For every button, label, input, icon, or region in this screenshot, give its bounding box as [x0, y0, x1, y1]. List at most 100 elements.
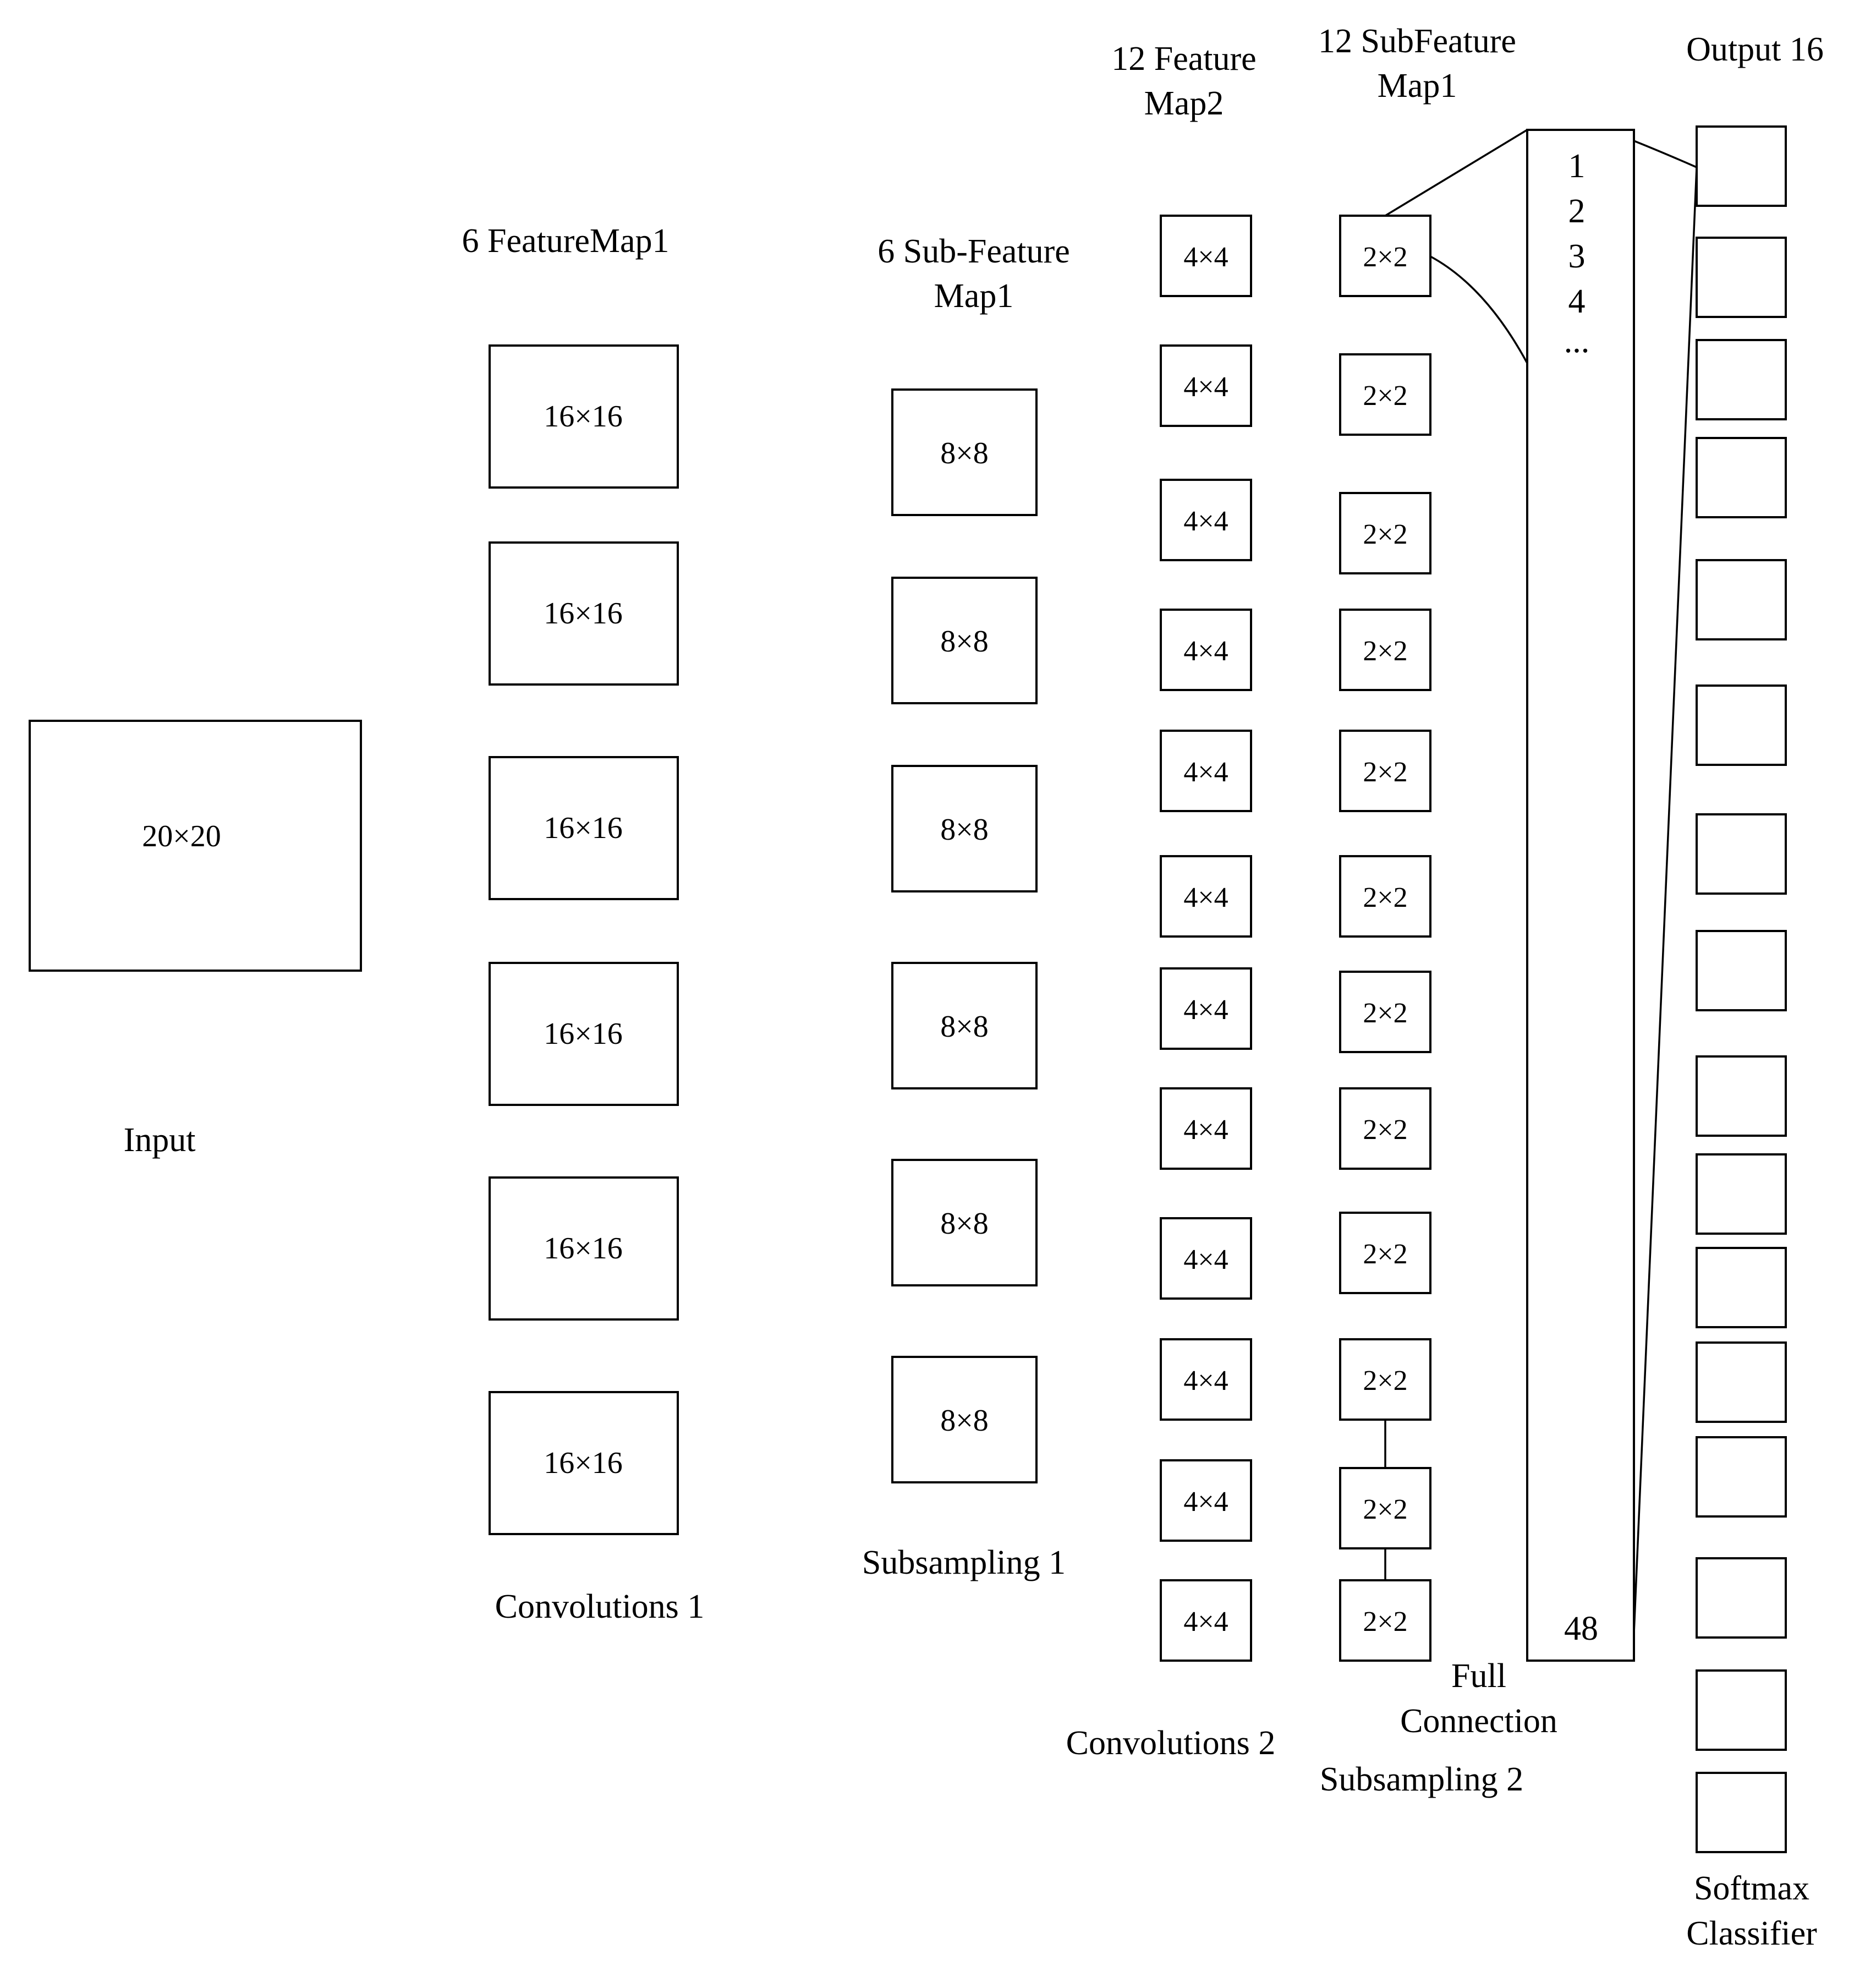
- sub1-heading-line2: Map1: [934, 277, 1014, 315]
- output-layer: Output 16 Softmax Classifier: [1633, 31, 1824, 1952]
- output-unit: [1696, 813, 1787, 895]
- conv2-feature-map: [1160, 344, 1252, 427]
- conv1-map-label: 16×16: [544, 596, 623, 631]
- input-size-label: 20×20: [142, 819, 221, 853]
- output-unit: [1696, 559, 1787, 640]
- conv1-layer: 6 FeatureMap1 16×16 16×16 16×16 16×16 16…: [462, 222, 704, 1625]
- conv2-feature-map: [1160, 1338, 1252, 1421]
- sub1-caption: Subsampling 1: [862, 1544, 1066, 1581]
- conv1-heading: 6 FeatureMap1: [462, 222, 669, 260]
- conv1-feature-map: [489, 1176, 679, 1321]
- fc-item: 3: [1568, 238, 1586, 275]
- sub2-map-label: 2×2: [1363, 1365, 1407, 1397]
- sub2-map-label: 2×2: [1363, 380, 1407, 412]
- conv2-map-label: 4×4: [1183, 1114, 1228, 1146]
- sub2-map-label: 2×2: [1363, 998, 1407, 1029]
- conv2-map-label: 4×4: [1183, 636, 1228, 667]
- sub1-feature-map: [891, 388, 1038, 516]
- conv2-map-label: 4×4: [1183, 1606, 1228, 1638]
- sub1-heading-line1: 6 Sub-Feature: [877, 233, 1070, 270]
- fc-caption-line1: Full: [1451, 1657, 1506, 1695]
- sub1-feature-map: [891, 1356, 1038, 1483]
- output-unit: [1696, 1247, 1787, 1328]
- sub2-feature-map: [1339, 353, 1431, 436]
- conv2-map-label: 4×4: [1183, 757, 1228, 788]
- output-unit: [1696, 125, 1787, 207]
- conv2-map-label: 4×4: [1183, 882, 1228, 913]
- output-unit: [1696, 1436, 1787, 1518]
- sub2-map-label: 2×2: [1363, 1494, 1407, 1525]
- conv2-feature-map: [1160, 730, 1252, 812]
- sub2-map-label: 2×2: [1363, 757, 1407, 788]
- output-unit: [1696, 1669, 1787, 1751]
- sub2-map-label: 2×2: [1363, 636, 1407, 667]
- sub2-map-label: 2×2: [1363, 1114, 1407, 1146]
- sub2-feature-map: [1339, 1579, 1431, 1662]
- sub2-feature-map: [1339, 1087, 1431, 1170]
- conv1-map-label: 16×16: [544, 1446, 623, 1480]
- conv2-heading-line1: 12 Feature: [1111, 40, 1256, 78]
- sub1-map-label: 8×8: [940, 1010, 989, 1044]
- input-map: [29, 720, 362, 972]
- conv2-feature-map: [1160, 1579, 1252, 1662]
- conv2-map-label: 4×4: [1183, 1244, 1228, 1275]
- input-caption: Input: [124, 1121, 196, 1159]
- conv2-feature-map: [1160, 1217, 1252, 1300]
- sub2-map-label: 2×2: [1363, 882, 1407, 913]
- output-caption-line2: Classifier: [1686, 1915, 1817, 1952]
- fc-item: 2: [1568, 193, 1586, 230]
- conv2-feature-map: [1160, 967, 1252, 1050]
- conv2-feature-map: [1160, 609, 1252, 691]
- sub1-feature-map: [891, 1159, 1038, 1286]
- sub2-layer: 12 SubFeature Map1 2×2 2×2 2×2 2×2 2×2 2…: [1318, 23, 1523, 1798]
- output-caption-line1: Softmax: [1694, 1870, 1809, 1907]
- sub2-caption: Subsampling 2: [1320, 1761, 1523, 1798]
- output-connector-line: [1633, 167, 1698, 1634]
- conv2-feature-map: [1160, 1459, 1252, 1542]
- output-heading: Output 16: [1686, 31, 1824, 68]
- output-unit: [1696, 1055, 1787, 1137]
- conv2-caption: Convolutions 2: [1066, 1724, 1276, 1762]
- output-unit: [1696, 1153, 1787, 1235]
- conv2-feature-map: [1160, 479, 1252, 561]
- conv1-map-label: 16×16: [544, 1231, 623, 1266]
- conv2-feature-map: [1160, 855, 1252, 938]
- fc-item-last: 48: [1564, 1610, 1598, 1647]
- conv1-feature-map: [489, 344, 679, 489]
- sub2-feature-map: [1339, 855, 1431, 938]
- conv2-heading-line2: Map2: [1144, 85, 1224, 122]
- sub2-feature-map: [1339, 1467, 1431, 1549]
- conv2-map-label: 4×4: [1183, 371, 1228, 403]
- fc-vector: [1526, 129, 1635, 1662]
- conv2-map-label: 4×4: [1183, 506, 1228, 537]
- sub2-map-label: 2×2: [1363, 519, 1407, 550]
- sub2-feature-map: [1339, 215, 1431, 297]
- fc-item: 1: [1568, 147, 1586, 185]
- conv1-feature-map: [489, 541, 679, 686]
- output-unit: [1696, 1557, 1787, 1639]
- sub1-feature-map: [891, 765, 1038, 892]
- sub2-heading-line2: Map1: [1378, 67, 1457, 105]
- output-unit: [1696, 930, 1787, 1011]
- fc-caption-line2: Connection: [1400, 1702, 1557, 1740]
- sub1-layer: 6 Sub-Feature Map1 8×8 8×8 8×8 8×8 8×8 8…: [862, 233, 1070, 1581]
- conv2-map-label: 4×4: [1183, 1365, 1228, 1397]
- sub2-feature-map: [1339, 609, 1431, 691]
- fc-item: 4: [1568, 283, 1586, 320]
- sub2-map-label: 2×2: [1363, 1606, 1407, 1638]
- output-unit: [1696, 1341, 1787, 1423]
- conv2-layer: 12 Feature Map2 4×4 4×4 4×4 4×4 4×4 4×4 …: [1066, 40, 1276, 1762]
- sub2-feature-map: [1339, 1212, 1431, 1294]
- sub1-map-label: 8×8: [940, 1207, 989, 1241]
- conv1-map-label: 16×16: [544, 1017, 623, 1051]
- conv2-map-label: 4×4: [1183, 242, 1228, 273]
- conv2-map-label: 4×4: [1183, 1486, 1228, 1518]
- conv2-feature-map: [1160, 215, 1252, 297]
- sub2-feature-map: [1339, 492, 1431, 574]
- sub1-map-label: 8×8: [940, 436, 989, 470]
- sub1-map-label: 8×8: [940, 813, 989, 847]
- sub1-feature-map: [891, 577, 1038, 704]
- fc-connector-line: [1430, 255, 1528, 364]
